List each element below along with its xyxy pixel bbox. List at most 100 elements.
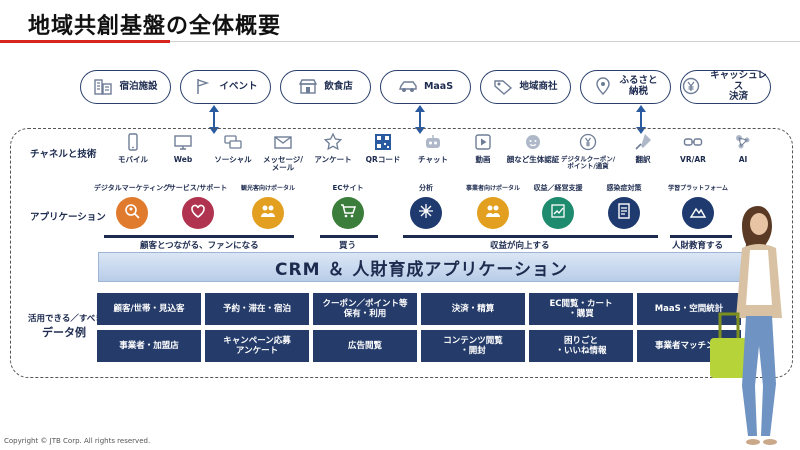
data-cell: 困りごと ・いいね情報 (529, 330, 633, 362)
partner-furusato[interactable]: ふるさと 納税 (580, 70, 671, 104)
channel-label: ソーシャル (214, 155, 252, 164)
app-label: 観光客向けポータル (240, 185, 295, 192)
app-label: 分析 (419, 184, 433, 192)
channel-mobile[interactable]: モバイル (108, 131, 158, 173)
data-cell: クーポン／ポイント等 保有・利用 (313, 293, 417, 325)
data-cell: コンテンツ閲覧 ・開封 (421, 330, 525, 362)
channel-social[interactable]: ソーシャル (208, 131, 258, 173)
channel-translate[interactable]: 翻訳 (618, 131, 668, 173)
app-label: 事業者向けポータル (465, 185, 520, 192)
app-circle (182, 197, 214, 229)
channel-survey[interactable]: アンケート (308, 131, 358, 173)
partner-label: 地域商社 (519, 80, 558, 92)
app-label: デジタルマーケティング (93, 184, 171, 192)
app-circle (116, 197, 148, 229)
group-line-buy (320, 235, 378, 238)
group-label-fans: 顧客とつながる、ファンになる (140, 241, 259, 251)
data-cell: 決済・精算 (421, 293, 525, 325)
hotel-icon (93, 77, 113, 98)
monitor-icon (172, 131, 194, 153)
pin-icon (593, 76, 613, 98)
shield-doc-icon (615, 202, 633, 224)
data-cell: MaaS・空間統計 (637, 293, 741, 325)
channel-label: AI (738, 155, 748, 164)
data-cell: 顧客/世帯・見込客 (97, 293, 201, 325)
partner-hotel[interactable]: 宿泊施設 (80, 70, 171, 104)
link-arrow-furusato (636, 105, 646, 134)
data-cell: 予約・滞在・宿泊 (205, 293, 309, 325)
app-circle (542, 197, 574, 229)
partner-label: キャッシュレス 決済 (710, 69, 767, 103)
channel-label: 顔など生体認証 (506, 155, 560, 164)
app-digital-marketing[interactable]: デジタルマーケティング (94, 183, 170, 239)
copyright-notice: Copyright © JTB Corp. All rights reserve… (4, 437, 151, 445)
data-cell: 事業者・加盟店 (97, 330, 201, 362)
mail-icon (272, 131, 294, 153)
app-circle (410, 197, 442, 229)
people-icon (259, 202, 277, 224)
channel-ai[interactable]: AI (718, 131, 768, 173)
channel-message[interactable]: メッセージ/ メール (258, 131, 308, 173)
flag-icon (193, 77, 213, 98)
channel-qr[interactable]: QRコード (358, 131, 408, 173)
app-circle (477, 197, 509, 229)
channel-label: QRコード (365, 155, 401, 164)
partner-trading[interactable]: 地域商社 (480, 70, 571, 104)
app-business-portal[interactable]: 事業者向けポータル (465, 183, 521, 239)
platform-frame (10, 128, 793, 378)
coin-icon (577, 131, 599, 153)
group-label-buy: 買う (339, 241, 357, 251)
link-arrow-maas (415, 105, 425, 134)
group-line-revenue (403, 235, 658, 238)
page-title: 地域共創基盤の全体概要 (28, 14, 282, 39)
group-line-fans (104, 235, 294, 238)
translate-icon (632, 131, 654, 153)
channel-vrar[interactable]: VR/AR (668, 131, 718, 173)
partner-list: 宿泊施設 イベント 飲食店 MaaS 地域商社 ふるさと 納税 キャッシュレス … (80, 70, 771, 104)
partner-restaurant[interactable]: 飲食店 (280, 70, 371, 104)
heart-icon (189, 202, 207, 224)
data-cell: EC閲覧・カート ・購買 (529, 293, 633, 325)
app-revenue-support[interactable]: 収益／経営支援 (530, 183, 586, 239)
app-circle (252, 197, 284, 229)
analytics-icon (417, 202, 435, 224)
channel-coupon[interactable]: デジタルクーポン/ ポイント/通貨 (558, 131, 618, 173)
channel-label: VR/AR (680, 155, 706, 164)
app-ec-site[interactable]: ECサイト (320, 183, 376, 239)
app-learning-platform[interactable]: 学習プラットフォーム (668, 183, 728, 239)
row-label-data-line1: 活用できる／すべき (28, 314, 104, 324)
app-label: 感染症対策 (606, 184, 642, 192)
channel-label: 動画 (475, 155, 491, 164)
title-underline (170, 41, 800, 42)
car-icon (398, 77, 418, 98)
channel-chat[interactable]: チャット (408, 131, 458, 173)
app-label: ECサイト (332, 184, 364, 192)
app-tourist-portal[interactable]: 観光客向けポータル (240, 183, 296, 239)
partner-cashless[interactable]: キャッシュレス 決済 (680, 70, 771, 104)
channel-label: デジタルクーポン/ ポイント/通貨 (560, 155, 616, 171)
app-service-support[interactable]: サービス/サポート (169, 183, 227, 239)
star-icon (322, 131, 344, 153)
data-cell: キャンペーン応募 アンケート (205, 330, 309, 362)
play-icon (472, 131, 494, 153)
app-analytics[interactable]: 分析 (398, 183, 454, 239)
channel-label: アンケート (314, 155, 352, 164)
partner-label: イベント (219, 80, 258, 92)
app-circle (332, 197, 364, 229)
app-label: 収益／経営支援 (533, 184, 583, 192)
channel-video[interactable]: 動画 (458, 131, 508, 173)
group-label-education: 人財教育する (672, 241, 724, 251)
channel-label: チャット (418, 155, 448, 164)
partner-label: MaaS (423, 80, 454, 92)
partner-event[interactable]: イベント (180, 70, 271, 104)
people-icon (484, 202, 502, 224)
tag-icon (493, 77, 513, 98)
channel-label: Web (173, 155, 193, 164)
vr-goggles-icon (682, 131, 704, 153)
partner-maas[interactable]: MaaS (380, 70, 471, 104)
channel-biometric[interactable]: 顔など生体認証 (506, 131, 560, 173)
row-label-data-line2: データ例 (42, 326, 86, 339)
channel-label: 翻訳 (635, 155, 651, 164)
app-infection-control[interactable]: 感染症対策 (596, 183, 652, 239)
channel-web[interactable]: Web (158, 131, 208, 173)
